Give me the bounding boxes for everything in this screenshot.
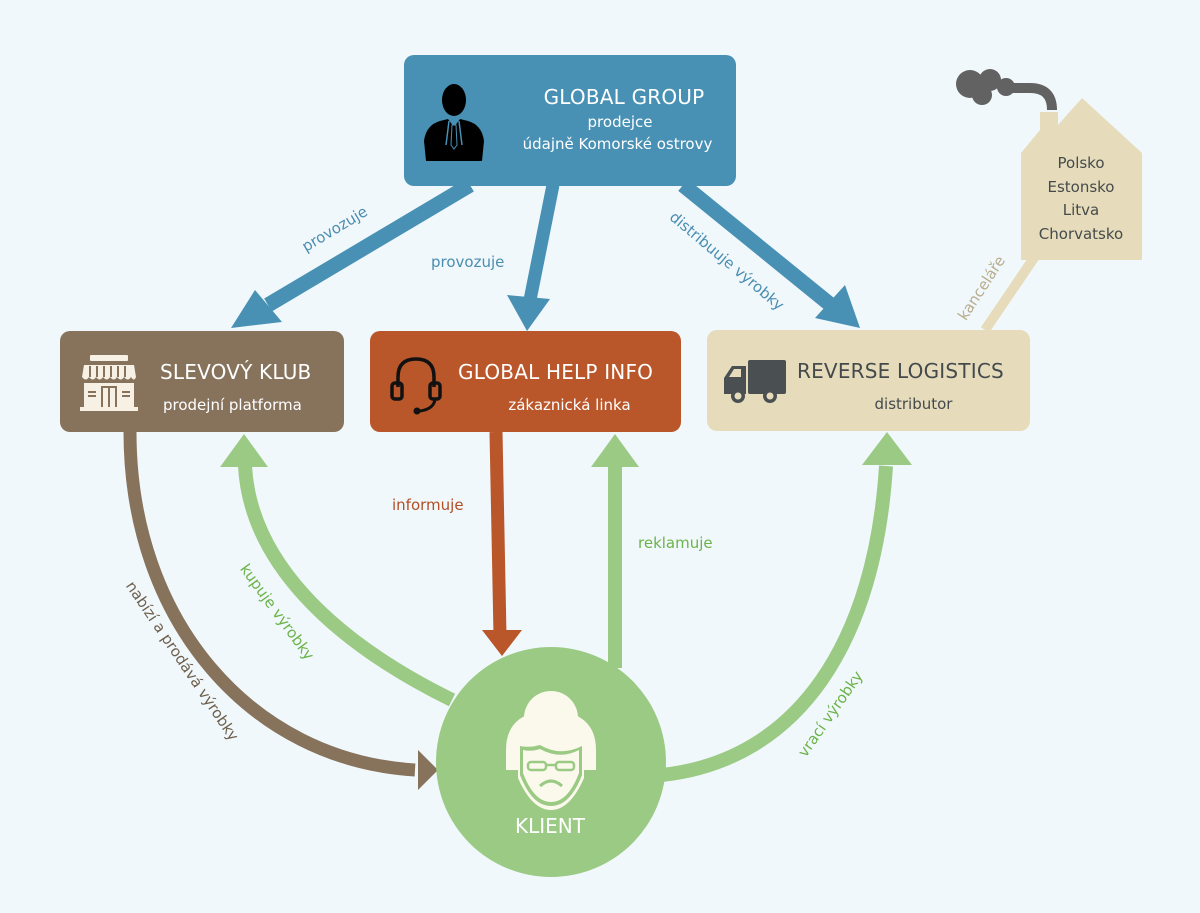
edge-kancelare [980, 249, 1043, 333]
edge-provozuje-help [507, 183, 560, 331]
edge-vraci [661, 432, 912, 782]
edge-label-provozuje-center: provozuje [431, 253, 505, 271]
edge-kupuje [220, 434, 456, 707]
edge-label-reklamuje: reklamuje [638, 534, 713, 552]
businessman-icon [424, 84, 484, 161]
global-help-info-subtitle: zákaznická linka [508, 396, 631, 414]
global-group-location: údajně Komorské ostrovy [522, 135, 713, 153]
edge-distribuuje [678, 179, 860, 328]
country-item: Polsko [1057, 154, 1105, 172]
edge-provozuje-slevovy [231, 178, 474, 328]
global-help-info-title: GLOBAL HELP INFO [458, 360, 654, 384]
country-item: Litva [1062, 201, 1100, 219]
reverse-logistics-node: REVERSE LOGISTICS distributor [707, 330, 1030, 431]
edge-label-informuje: informuje [392, 496, 464, 514]
klient-title: KLIENT [515, 814, 585, 838]
edge-reklamuje [591, 434, 639, 668]
global-group-title: GLOBAL GROUP [543, 85, 705, 109]
headset-icon [390, 357, 442, 415]
truck-icon [724, 360, 786, 403]
factory-house-icon [956, 69, 1142, 260]
offices-country-list: Polsko Estonsko Litva Chorvatsko [1022, 152, 1140, 246]
country-item: Chorvatsko [1038, 224, 1124, 243]
slevovy-klub-subtitle: prodejní platforma [163, 396, 302, 414]
grumpy-old-woman-icon [506, 691, 596, 810]
global-help-info-node: GLOBAL HELP INFO zákaznická linka [370, 331, 681, 432]
edge-nabizi [123, 431, 438, 790]
storefront-icon [80, 355, 138, 411]
global-group-node: GLOBAL GROUP prodejce údajně Komorské os… [404, 55, 736, 186]
global-group-role: prodejce [587, 113, 653, 131]
reverse-logistics-title: REVERSE LOGISTICS [797, 359, 1004, 383]
slevovy-klub-title: SLEVOVÝ KLUB [160, 360, 312, 384]
country-item: Estonsko [1047, 177, 1115, 196]
slevovy-klub-node: SLEVOVÝ KLUB prodejní platforma [60, 331, 344, 432]
edge-informuje [482, 431, 522, 656]
reverse-logistics-subtitle: distributor [874, 395, 953, 413]
